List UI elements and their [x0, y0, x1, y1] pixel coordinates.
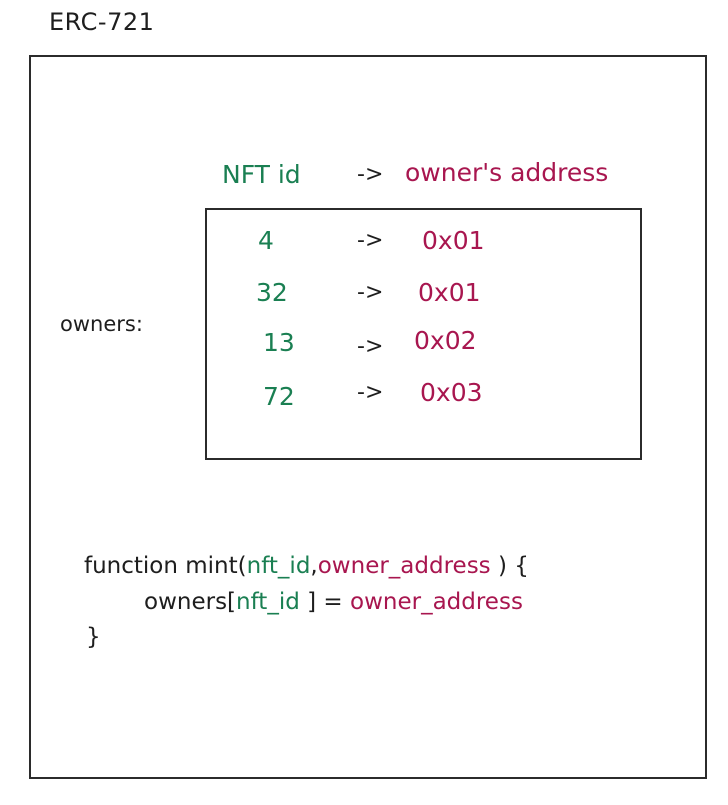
code-close-brace: }	[86, 624, 101, 650]
code-keyword: function mint(	[84, 553, 247, 579]
row-value: 0x03	[420, 378, 483, 407]
code-param-nft-id: nft_id	[246, 553, 311, 579]
code-line-2: owners[nft_id ] = owner_address	[144, 589, 523, 615]
code-comma: ,	[310, 553, 318, 579]
code-param-owner-address: owner_address	[317, 553, 491, 579]
header-arrow: ->	[357, 162, 384, 187]
diagram-title: ERC-721	[49, 8, 155, 36]
row-arrow: ->	[357, 334, 384, 359]
row-key: 32	[256, 278, 288, 307]
header-value-label: owner's address	[405, 158, 609, 187]
row-arrow: ->	[357, 228, 384, 253]
row-arrow: ->	[357, 380, 384, 405]
row-arrow: ->	[357, 280, 384, 305]
row-key: 72	[263, 382, 295, 411]
row-key: 4	[258, 226, 274, 255]
header-key-label: NFT id	[222, 160, 301, 189]
mapping-box	[205, 208, 642, 460]
code-assign: ] =	[299, 589, 350, 615]
code-owners-ref: owners[	[144, 589, 237, 615]
owners-label: owners:	[60, 312, 143, 336]
row-value: 0x01	[418, 278, 481, 307]
row-value: 0x02	[414, 326, 477, 355]
row-key: 13	[263, 328, 295, 357]
outer-frame	[29, 55, 707, 779]
code-open-brace: ) {	[490, 553, 529, 579]
code-assigned-owner-address: owner_address	[350, 589, 523, 615]
code-index-nft-id: nft_id	[236, 589, 300, 615]
row-value: 0x01	[422, 226, 485, 255]
code-line-1: function mint(nft_id,owner_address ) {	[84, 553, 529, 579]
